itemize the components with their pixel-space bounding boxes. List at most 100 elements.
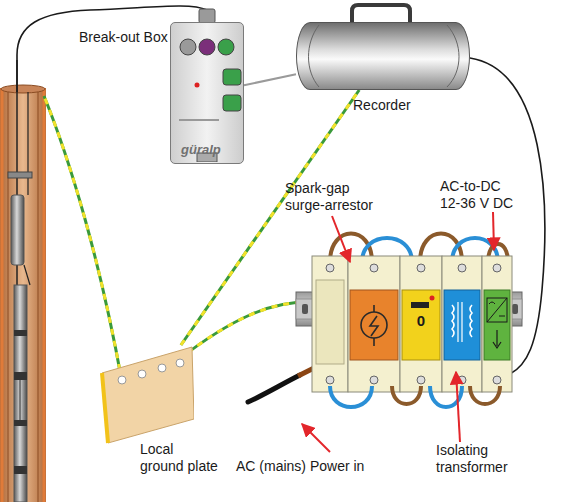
borehole-sensor-string: [27, 92, 28, 195]
power-cable: [248, 375, 300, 402]
pointer-arrow: [302, 424, 330, 452]
module-symbol: [493, 342, 501, 348]
borehole-sensor-string: [14, 372, 27, 380]
borehole-sensor-string: [14, 466, 27, 474]
module-symbol: [470, 305, 472, 337]
callout-label: AC (mains) Power in: [236, 458, 364, 475]
terminal-screw: [493, 264, 501, 272]
terminal-screw: [458, 376, 466, 384]
ground-plate-shape: [98, 345, 194, 445]
sensor-cable: [199, 9, 215, 23]
din-module: [442, 256, 482, 392]
ground-wire: [44, 96, 122, 382]
connector-panel: [223, 69, 241, 85]
ground-plate-shape: [138, 370, 146, 378]
borehole-sensor-string: [8, 60, 32, 502]
wire-loop: [330, 386, 500, 407]
borehole: [38, 92, 39, 502]
borehole: [0, 85, 46, 502]
cylinder-shading: [447, 25, 459, 87]
connector-panel: [195, 83, 200, 88]
ground-plate-shape: [102, 373, 108, 443]
terminal-screw: [417, 376, 425, 384]
recorder-unit: Recorder: [296, 22, 470, 90]
ground-plate-shape: [176, 359, 184, 367]
din-module: [312, 256, 348, 392]
part-label: Break-out Box: [79, 29, 168, 46]
pointer-arrow: [302, 212, 494, 452]
module-symbol: [452, 305, 454, 337]
din-module: [312, 256, 512, 392]
connector-panel: [199, 39, 215, 55]
borehole-sensor-string: [14, 420, 27, 426]
connector-panel: [171, 23, 242, 162]
din-module: [316, 280, 344, 364]
din-module: [348, 256, 400, 392]
module-symbol: [461, 302, 462, 342]
din-module: [402, 290, 440, 360]
terminal-screw: [326, 376, 334, 384]
connector-panel: [223, 95, 241, 111]
pointer-arrow: [493, 212, 494, 250]
wire-loop: [330, 386, 372, 407]
terminal-screw: [493, 376, 501, 384]
borehole: [43, 88, 46, 502]
pointer-arrow: [332, 216, 350, 262]
borehole: [8, 92, 9, 502]
wire-loop: [470, 386, 500, 404]
callout-label: AC-to-DC 12-36 V DC: [440, 178, 522, 212]
cylinder-shading: [297, 23, 469, 89]
ground-plate-shape: [158, 364, 166, 372]
borehole-sensor-string: [24, 265, 30, 285]
switch-marking: 0: [414, 312, 428, 329]
connector-panel: [218, 39, 234, 55]
signal-cable: [244, 74, 296, 85]
power-cable: [248, 58, 545, 402]
module-symbol: [489, 302, 495, 304]
terminal-screw: [326, 264, 501, 384]
terminal-screw: [458, 264, 466, 272]
ground-wire: [178, 302, 316, 360]
ground-wire: [44, 96, 122, 382]
ground-plate-shape: [118, 376, 126, 384]
din-rail: [302, 304, 308, 314]
module-symbol: [487, 298, 507, 322]
borehole-sensor-string: [20, 380, 21, 420]
borehole: [1, 85, 45, 93]
callout-label: Spark-gap surge-arrestor: [285, 180, 385, 214]
module-symbol: [370, 316, 378, 336]
module-symbol: [430, 296, 435, 301]
borehole-sensor-string: [14, 285, 27, 502]
module-symbol: [361, 296, 507, 349]
din-module: [484, 290, 510, 360]
module-symbol: [487, 298, 507, 322]
borehole-sensor-string: [14, 330, 27, 336]
module-symbol: [373, 305, 375, 312]
borehole-sensor-string: [11, 195, 24, 265]
terminal-screw: [326, 264, 334, 272]
module-symbol: [496, 330, 497, 346]
din-module: [482, 256, 512, 392]
din-module: [400, 256, 442, 392]
ground-wire: [178, 302, 316, 360]
module-symbol: [361, 312, 387, 338]
borehole-sensor-string: [8, 172, 32, 178]
terminal-screw: [370, 264, 378, 272]
terminal-screw: [417, 264, 425, 272]
din-rail: [512, 304, 518, 314]
callout-label: Isolating transformer: [436, 442, 522, 476]
ground-plate: Local ground plate: [98, 345, 194, 445]
borehole: [1, 88, 4, 502]
ground-plate-shape: [102, 347, 194, 443]
part-label: Recorder: [353, 97, 411, 114]
module-symbol: [457, 302, 458, 342]
borehole: [0, 88, 46, 502]
terminal-screw: [370, 376, 378, 384]
din-module: [444, 290, 480, 360]
module-symbol: [373, 338, 375, 346]
